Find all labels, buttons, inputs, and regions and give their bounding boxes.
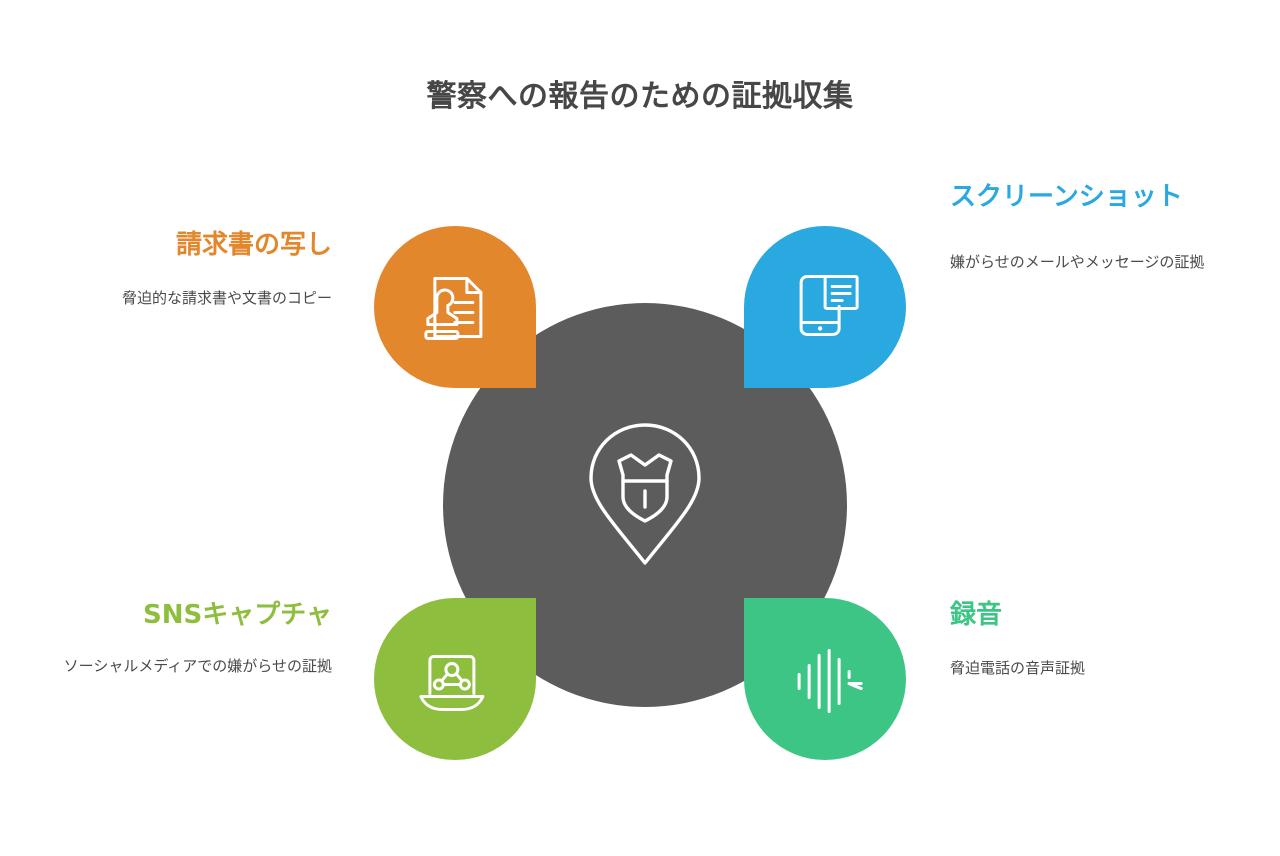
node-audio-recording[interactable] bbox=[744, 598, 906, 760]
label-invoice-copy: 請求書の写し 脅迫的な請求書や文書のコピー bbox=[42, 228, 332, 310]
label-desc-audio-recording: 脅迫電話の音声証拠 bbox=[950, 658, 1086, 677]
laptop-social-network-icon bbox=[413, 642, 491, 720]
node-screenshots[interactable] bbox=[744, 226, 906, 388]
node-shape-audio-recording bbox=[744, 598, 906, 760]
page-title: 警察への報告のための証拠収集 bbox=[426, 79, 854, 114]
label-sns-capture: SNSキャプチャ ソーシャルメディアでの嫌がらせの証拠 bbox=[42, 598, 332, 678]
document-stamp-icon bbox=[413, 266, 491, 344]
label-desc-sns-capture: ソーシャルメディアでの嫌がらせの証拠 bbox=[63, 656, 332, 675]
node-shape-invoice-copy bbox=[374, 226, 536, 388]
node-shape-sns-capture bbox=[374, 598, 536, 760]
label-desc-invoice-copy: 脅迫的な請求書や文書のコピー bbox=[121, 288, 332, 307]
label-title-screenshots: スクリーンショット bbox=[950, 182, 1183, 212]
node-sns-capture[interactable] bbox=[374, 598, 536, 760]
police-badge-location-pin-icon bbox=[563, 413, 727, 577]
label-title-invoice-copy: 請求書の写し bbox=[175, 230, 332, 260]
label-audio-recording: 録音 脅迫電話の音声証拠 bbox=[950, 598, 1240, 680]
node-invoice-copy[interactable] bbox=[374, 226, 536, 388]
smartphone-screenshot-icon bbox=[789, 266, 867, 344]
label-title-sns-capture: SNSキャプチャ bbox=[143, 600, 332, 630]
label-title-audio-recording: 録音 bbox=[950, 600, 1003, 630]
label-desc-screenshots: 嫌がらせのメールやメッセージの証拠 bbox=[950, 252, 1205, 271]
audio-waveform-icon bbox=[789, 642, 867, 720]
label-screenshots: スクリーンショット 嫌がらせのメールやメッセージの証拠 bbox=[950, 180, 1240, 274]
